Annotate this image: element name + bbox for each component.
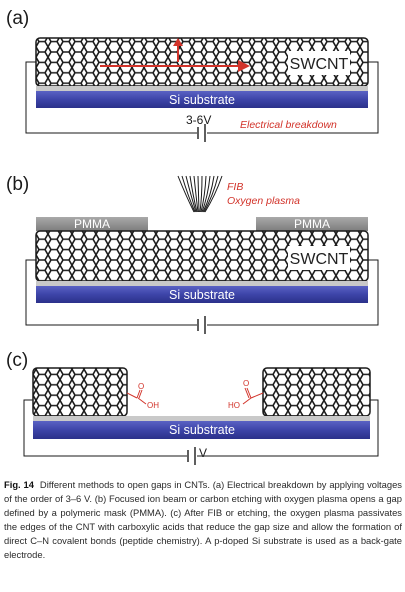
tube-label-bg-a [288, 51, 350, 75]
circuit-wire-b [25, 259, 379, 326]
figure-number: Fig. 14 [4, 479, 34, 490]
substrate-a [36, 91, 368, 108]
pmma-label-left: PMMA [74, 217, 110, 231]
nanotube-fragment-right [262, 367, 371, 417]
beam-label-fib: FIB [227, 181, 243, 193]
ion-beam [177, 175, 223, 213]
voltage-label-a: 3-6V [186, 113, 211, 127]
panel-c: (c) V O OH O HO Si substrate [6, 350, 379, 465]
process-label-a: Electrical breakdown [240, 119, 337, 131]
panel-b: (b) FIB Oxygen plasma PMMA PMMA [6, 174, 379, 334]
right-oxygen-label: O [243, 379, 249, 388]
tube-label-b: SWCNT [290, 251, 349, 268]
left-oxygen-label: O [138, 382, 144, 391]
right-hydroxyl-label: HO [228, 401, 240, 410]
substrate-label-b: Si substrate [169, 288, 235, 302]
oxide-layer-a [36, 86, 368, 91]
substrate-c [33, 421, 370, 439]
caption-text: Different methods to open gaps in CNTs. … [4, 479, 402, 560]
panel-b-label: (b) [6, 174, 29, 195]
pmma-label-right: PMMA [294, 217, 330, 231]
pmma-mask-right [256, 217, 368, 231]
breakdown-arrow-head-right [238, 60, 250, 72]
substrate-b [36, 286, 368, 303]
nanotube-fragment-left [32, 367, 128, 417]
tube-label-a: SWCNT [290, 56, 349, 73]
oxide-layer-b [36, 281, 368, 286]
carboxyl-group-right [242, 387, 264, 405]
tube-label-bg-b [288, 246, 350, 270]
left-hydroxyl-label: OH [147, 401, 159, 410]
oxide-layer-c [33, 416, 370, 421]
substrate-label-a: Si substrate [169, 93, 235, 107]
panel-a-label: (a) [6, 8, 29, 29]
circuit-wire-a [25, 61, 379, 134]
voltage-label-c: V [199, 446, 207, 460]
circuit-wire-c [23, 399, 379, 457]
breakdown-arrow-head-up [173, 38, 183, 46]
beam-label-plasma: Oxygen plasma [227, 195, 300, 207]
substrate-label-c: Si substrate [169, 423, 235, 437]
pmma-mask-left [36, 217, 148, 231]
panel-c-label: (c) [6, 350, 28, 371]
panel-a: (a) 3-6V Electrical breakdown SWCNT Si s… [6, 8, 379, 142]
carboxyl-group-left [126, 389, 147, 405]
